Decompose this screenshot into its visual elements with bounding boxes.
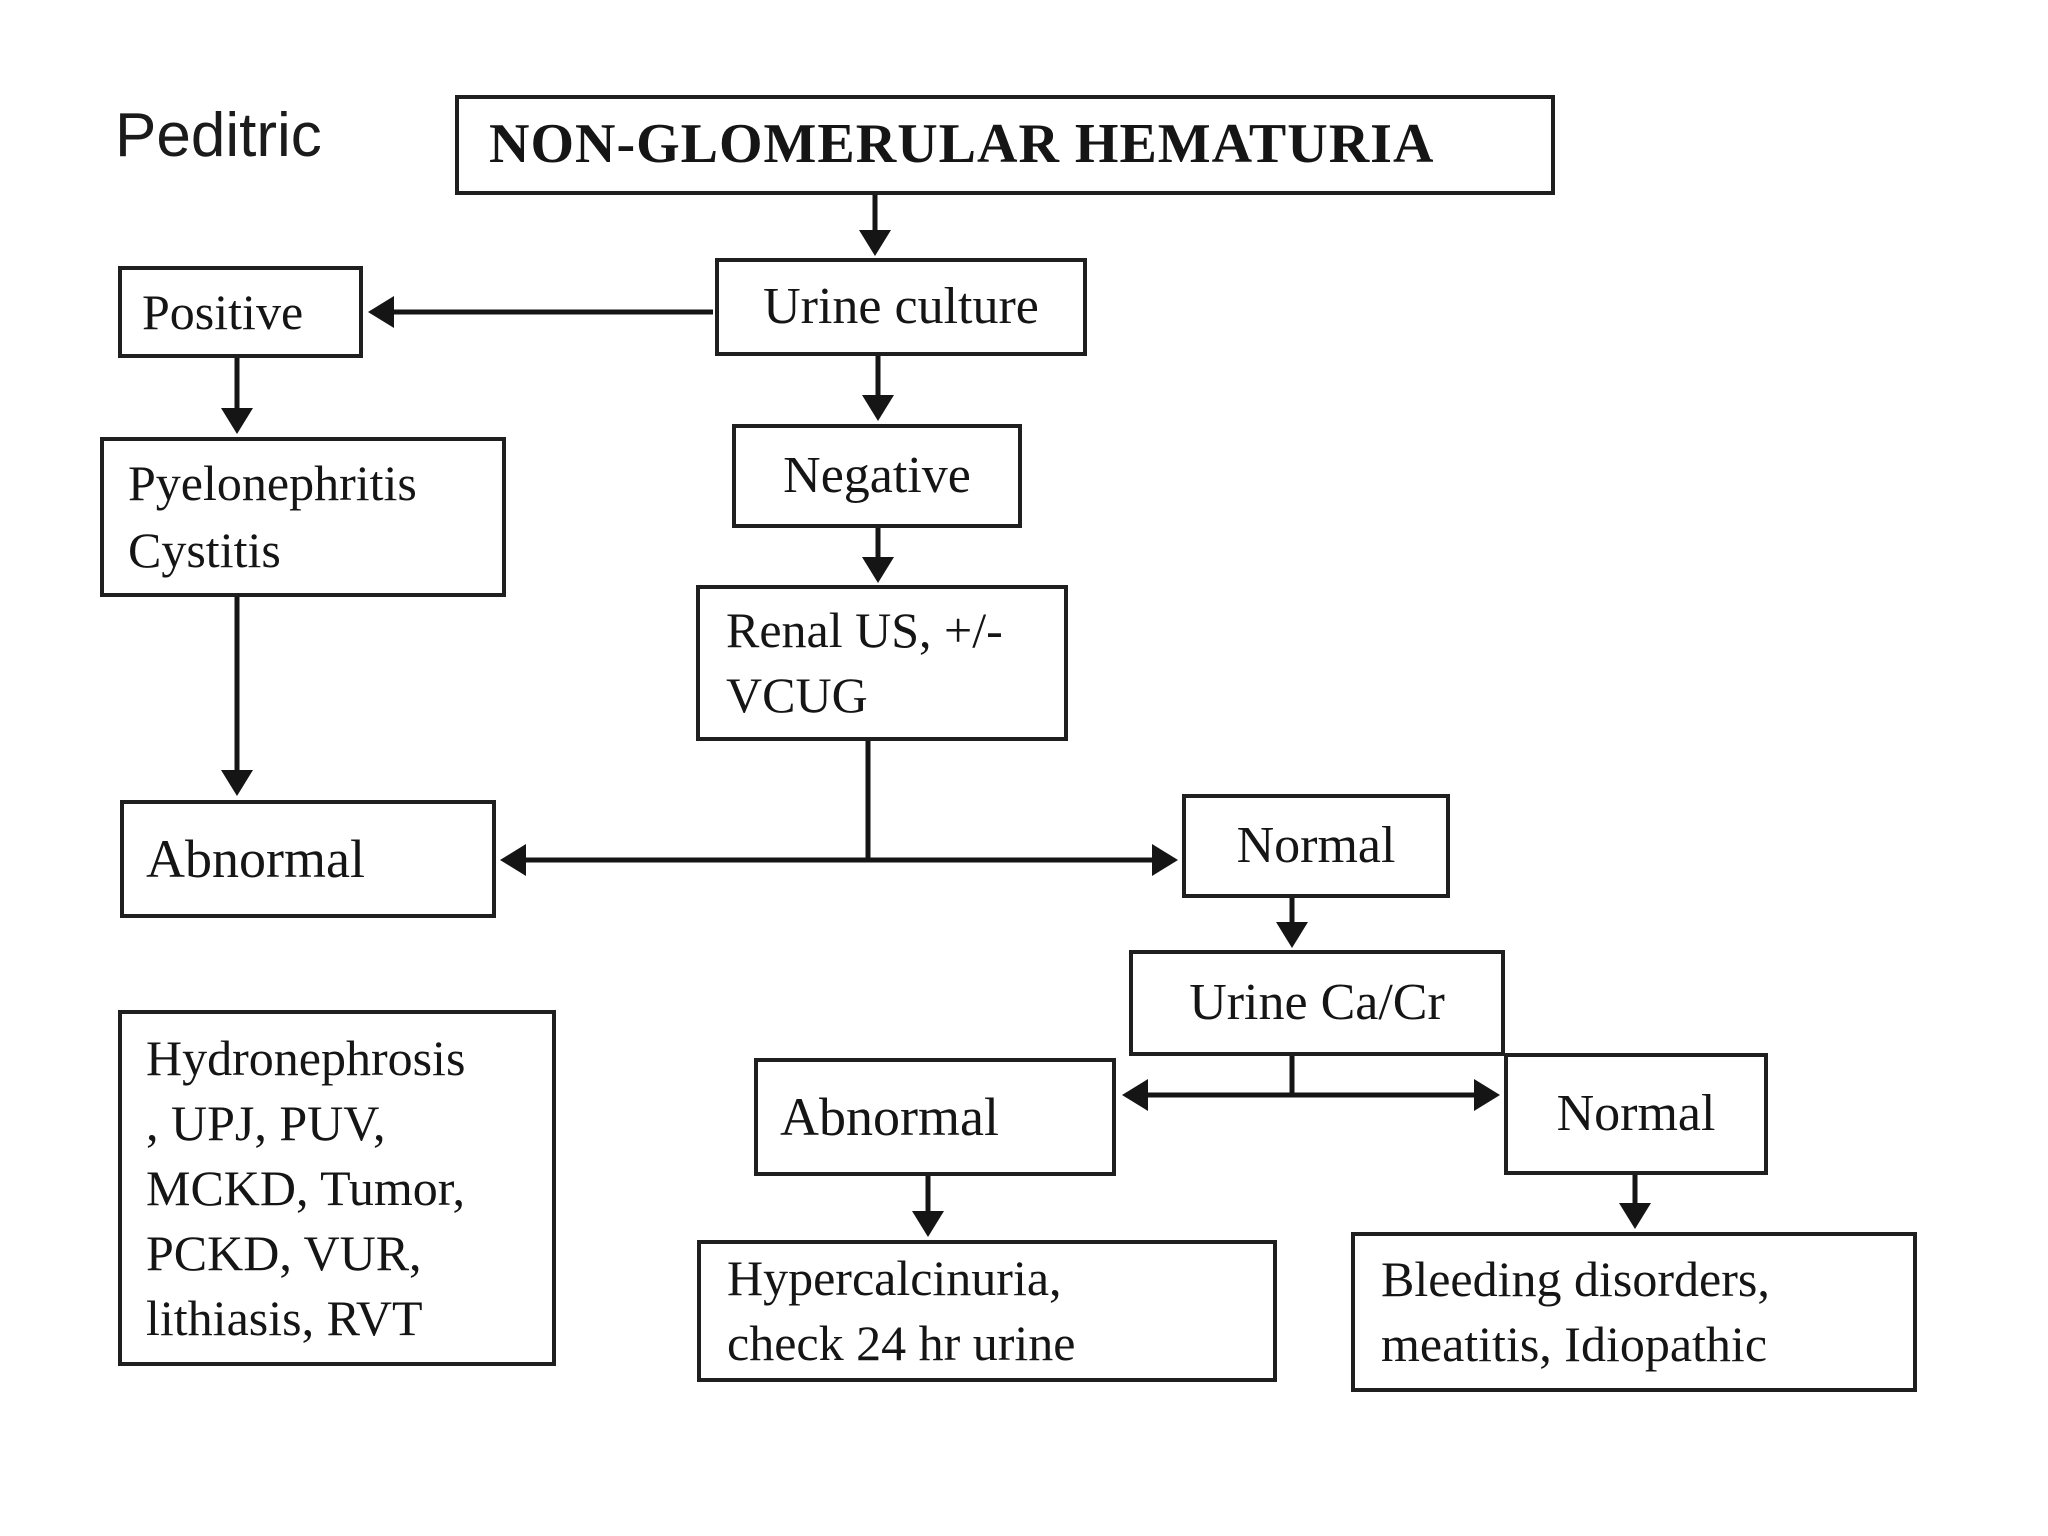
node-normal-us: Normal <box>1182 794 1450 898</box>
connector-arrowhead <box>862 395 894 421</box>
node-hydronephrosis-list: Hydronephrosis , UPJ, PUV, MCKD, Tumor, … <box>118 1010 556 1366</box>
node-bleeding-disorders: Bleeding disorders, meatitis, Idiopathic <box>1351 1232 1917 1392</box>
node-non-glomerular-hematuria: NON-GLOMERULAR HEMATURIA <box>455 95 1555 195</box>
node-normal-cacr: Normal <box>1504 1053 1768 1175</box>
node-hypercalcinuria: Hypercalcinuria, check 24 hr urine <box>697 1240 1277 1382</box>
node-urine-culture: Urine culture <box>715 258 1087 356</box>
connector-arrowhead <box>1619 1203 1651 1229</box>
connector-arrowhead <box>1152 844 1178 876</box>
connector-arrowhead <box>862 557 894 583</box>
connector-arrowhead <box>368 296 394 328</box>
node-abnormal-us: Abnormal <box>120 800 496 918</box>
connector-arrowhead <box>1122 1079 1148 1111</box>
connector-arrowhead <box>1276 922 1308 948</box>
node-pyelonephritis-cystitis: Pyelonephritis Cystitis <box>100 437 506 597</box>
node-urine-ca-cr: Urine Ca/Cr <box>1129 950 1505 1056</box>
node-renal-us-vcug: Renal US, +/- VCUG <box>696 585 1068 741</box>
connector-arrowhead <box>859 230 891 256</box>
connector-arrowhead <box>1474 1079 1500 1111</box>
slide-title: Peditric <box>115 101 322 170</box>
node-positive: Positive <box>118 266 363 358</box>
connector-arrowhead <box>912 1211 944 1237</box>
connector-arrowhead <box>500 844 526 876</box>
node-negative: Negative <box>732 424 1022 528</box>
connector-arrowhead <box>221 408 253 434</box>
connector-arrowhead <box>221 770 253 796</box>
node-abnormal-cacr: Abnormal <box>754 1058 1116 1176</box>
